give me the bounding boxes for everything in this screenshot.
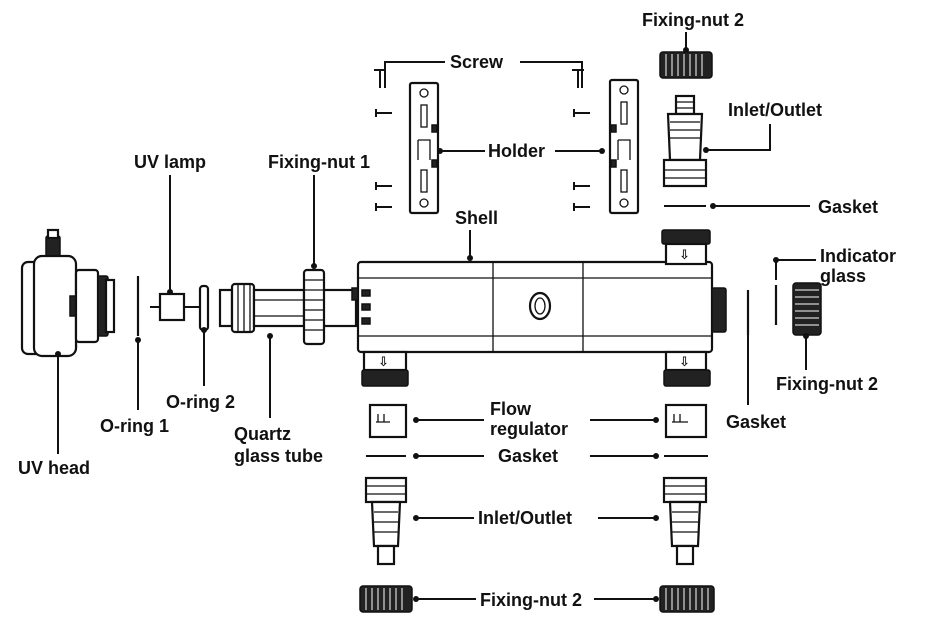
flow-regulator-left: [368, 403, 408, 439]
o-ring-1-label: O-ring 1: [100, 416, 169, 436]
down-arrow-icon: ⇩: [378, 354, 389, 369]
flow-regulator-label-line1: Flow: [490, 399, 532, 419]
holder-label: Holder: [488, 141, 545, 161]
uv-head-label: UV head: [18, 458, 90, 478]
uv-lamp-label: UV lamp: [134, 152, 206, 172]
quartz-glass-tube: [218, 282, 359, 334]
o-ring-2: [198, 284, 210, 332]
indicator-glass-label-line2: glass: [820, 266, 866, 286]
fixing-nut-2-bottom-right: [659, 585, 715, 613]
gasket-label-bottom: Gasket: [498, 446, 558, 466]
quartz-label-line1: Quartz: [234, 424, 291, 444]
fixing-nut-2-label-top: Fixing-nut 2: [642, 10, 744, 30]
uv-lamp: [150, 292, 200, 322]
down-arrow-icon: ⇩: [679, 247, 690, 262]
gasket-label-top: Gasket: [818, 197, 878, 217]
shell-port-bottom-left: ⇩: [361, 350, 409, 387]
uv-head: [20, 228, 116, 358]
fixing-nut-2-right: [792, 282, 822, 336]
shell-port-right: [711, 287, 727, 333]
indicator-glass-label-line1: Indicator: [820, 246, 896, 266]
down-arrow-icon: ⇩: [679, 354, 690, 369]
screw-label: Screw: [450, 52, 504, 72]
screw-group-right: [572, 69, 590, 211]
flow-regulator-right: [664, 403, 708, 439]
flow-regulator-label-line2: regulator: [490, 419, 568, 439]
shell-port-bottom-right: ⇩: [663, 350, 711, 387]
gasket-label-right: Gasket: [726, 412, 786, 432]
shell-label: Shell: [455, 208, 498, 228]
fixing-nut-2-label-bottom: Fixing-nut 2: [480, 590, 582, 610]
shell: [356, 260, 714, 354]
fixing-nut-1-label: Fixing-nut 1: [268, 152, 370, 172]
fixing-nut-2-bottom-left: [359, 585, 413, 613]
screw-group-left: [374, 69, 392, 211]
fixing-nut-2-label-right: Fixing-nut 2: [776, 374, 878, 394]
inlet-outlet-top: [662, 94, 708, 188]
inlet-outlet-bottom-right: [662, 476, 708, 566]
fixing-nut-2-top: [659, 51, 713, 79]
inlet-outlet-label-bottom: Inlet/Outlet: [478, 508, 572, 528]
inlet-outlet-bottom-left: [364, 476, 408, 566]
shell-port-top-right: ⇩: [661, 229, 711, 266]
holder-right: [608, 78, 640, 215]
fixing-nut-1: [302, 268, 326, 346]
quartz-label-line2: glass tube: [234, 446, 323, 466]
o-ring-2-label: O-ring 2: [166, 392, 235, 412]
inlet-outlet-label-top: Inlet/Outlet: [728, 100, 822, 120]
holder-left: [408, 81, 440, 215]
